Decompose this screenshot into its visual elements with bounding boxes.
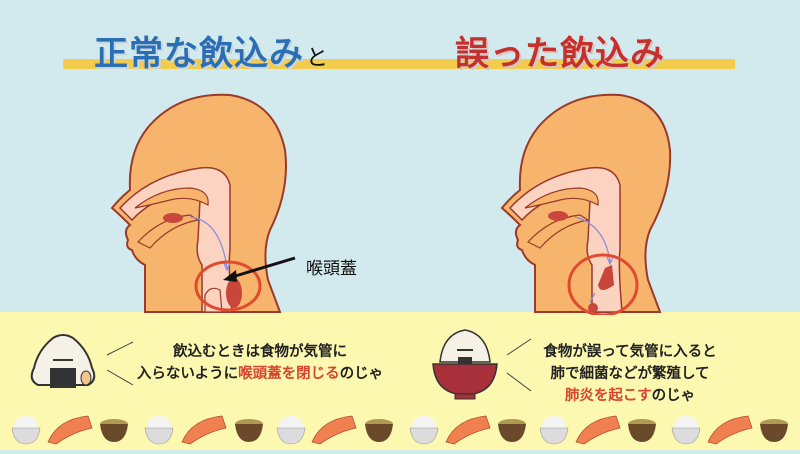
aspiration-head-diagram: [500, 93, 672, 315]
onigiri-character: [30, 334, 96, 388]
explanation-aspiration: 食物が誤って気管に入ると 肺で細菌などが繁殖して 肺炎を起こすのじゃ: [543, 344, 717, 404]
speech-lines-left: [106, 341, 134, 386]
title-aspiration: 誤った飲込み: [455, 34, 665, 74]
food-border-row: [0, 410, 800, 450]
speech-lines-right: [506, 338, 532, 392]
ground-background: [0, 312, 800, 450]
rice-bowl-character: [432, 329, 498, 400]
food-row-icons: [11, 415, 788, 445]
epiglottis-pointer-arrow: [223, 256, 296, 282]
title-underline: [63, 59, 735, 69]
title-connector: と: [306, 46, 329, 71]
title-normal-swallowing: 正常な飲込み: [94, 34, 304, 74]
highlight-close-epiglottis: 喉頭蓋を閉じる: [238, 366, 340, 382]
normal-swallow-head-diagram: [110, 93, 287, 313]
epiglottis-label: 喉頭蓋: [306, 259, 357, 279]
explanation-normal: 飲込むときは食物が気管に 入らないように喉頭蓋を閉じるのじゃ: [136, 344, 384, 382]
highlight-pneumonia: 肺炎を起こす: [564, 388, 652, 404]
